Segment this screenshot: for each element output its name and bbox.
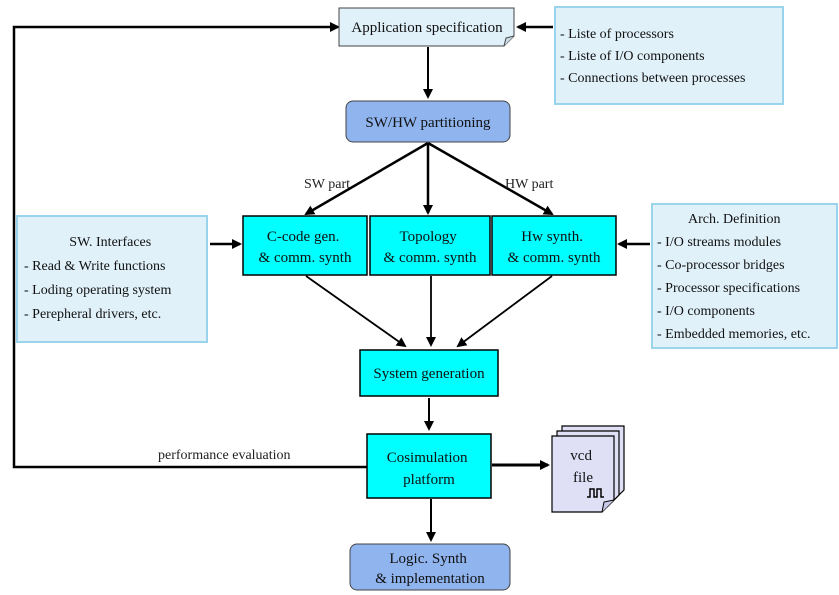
sw-interfaces-item-2: - Loding operating system bbox=[24, 283, 171, 298]
edge-hwsynth-to-sysgen bbox=[456, 275, 553, 348]
waveform-icon bbox=[587, 488, 604, 498]
arch-definition-item-2: - Co-processor bridges bbox=[657, 258, 785, 273]
arch-definition-item-3: - Processor specifications bbox=[657, 281, 800, 296]
topology-line2: & comm. synth bbox=[384, 250, 477, 266]
node-cosimulation-platform: Cosimulation platform bbox=[366, 433, 492, 499]
edge-performance-feedback bbox=[12, 22, 368, 469]
edge-label-sw-part: SW part bbox=[304, 177, 350, 192]
node-logic-synth: Logic. Synth & implementation bbox=[349, 543, 511, 591]
edge-label-hw-part: HW part bbox=[505, 177, 553, 192]
arch-definition-item-5: - Embedded memories, etc. bbox=[657, 327, 811, 342]
arch-definition-item-1: - I/O streams modules bbox=[657, 235, 781, 250]
vcd-file-icon: vcd file bbox=[551, 425, 625, 513]
svg-text:Topology & comm. synth: Topology & comm. synth bbox=[384, 229, 477, 266]
vcd-label-line2: file bbox=[573, 470, 593, 486]
note-arch-definition: Arch. Definition - I/O streams modules -… bbox=[651, 203, 838, 349]
svg-text:SW. Interfaces - Read &: SW. Interfaces - Read & Write functions … bbox=[24, 235, 175, 322]
processors-item-2: - Liste of I/O components bbox=[560, 49, 705, 64]
node-c-code-gen: C-code gen. & comm. synth bbox=[242, 215, 368, 276]
logic-synth-line2: & implementation bbox=[375, 571, 485, 587]
svg-text:C-code gen. & comm. synt: C-code gen. & comm. synth bbox=[259, 229, 352, 266]
node-topology: Topology & comm. synth bbox=[369, 215, 491, 276]
hw-synth-line2: & comm. synth bbox=[508, 250, 601, 266]
c-code-gen-line1: C-code gen. bbox=[267, 229, 339, 245]
cosimulation-line2: platform bbox=[403, 472, 455, 488]
sw-interfaces-item-3: - Perepheral drivers, etc. bbox=[24, 307, 161, 322]
edge-partitioning-to-hwsynth bbox=[427, 141, 554, 216]
arch-definition-title: Arch. Definition bbox=[688, 212, 781, 227]
svg-text:Logic. Synth & implement: Logic. Synth & implementation bbox=[375, 551, 485, 587]
topology-line1: Topology bbox=[399, 229, 457, 245]
node-sw-hw-partitioning: SW/HW partitioning bbox=[345, 100, 511, 143]
hw-synth-line1: Hw synth. bbox=[521, 229, 583, 245]
processors-item-3: - Connections between processes bbox=[560, 71, 745, 86]
note-sw-interfaces: SW. Interfaces - Read & Write functions … bbox=[16, 215, 208, 343]
cosimulation-line1: Cosimulation bbox=[387, 450, 468, 466]
sw-hw-partitioning-label: SW/HW partitioning bbox=[365, 115, 491, 131]
sw-interfaces-title: SW. Interfaces bbox=[69, 235, 151, 250]
logic-synth-line1: Logic. Synth bbox=[389, 551, 467, 567]
node-application-specification: Application specification bbox=[338, 7, 515, 47]
svg-text:vcd file: vcd file bbox=[570, 448, 595, 486]
edge-ccode-to-sysgen bbox=[305, 275, 407, 348]
node-system-generation: System generation bbox=[359, 349, 499, 397]
arch-definition-item-4: - I/O components bbox=[657, 304, 755, 319]
note-processors: - Liste of processors - Liste of I/O com… bbox=[554, 6, 784, 105]
sw-interfaces-item-1: - Read & Write functions bbox=[24, 259, 165, 274]
svg-text:Hw synth. & comm. synth: Hw synth. & comm. synth bbox=[508, 229, 601, 266]
application-specification-label: Application specification bbox=[351, 20, 503, 36]
processors-item-1: - Liste of processors bbox=[560, 27, 674, 42]
node-hw-synth: Hw synth. & comm. synth bbox=[491, 215, 617, 276]
c-code-gen-line2: & comm. synth bbox=[259, 250, 352, 266]
edge-label-performance-evaluation: performance evaluation bbox=[158, 448, 291, 463]
system-generation-label: System generation bbox=[373, 366, 485, 382]
edges bbox=[12, 22, 650, 542]
edge-partitioning-to-ccode bbox=[304, 141, 429, 216]
vcd-label-line1: vcd bbox=[570, 448, 592, 464]
svg-text:Cosimulation platform: Cosimulation platform bbox=[387, 450, 472, 488]
svg-text:- Liste of processors -: - Liste of processors - Liste of I/O com… bbox=[560, 27, 745, 86]
svg-text:Arch. Definition - I/O s: Arch. Definition - I/O streams modules -… bbox=[657, 212, 811, 342]
